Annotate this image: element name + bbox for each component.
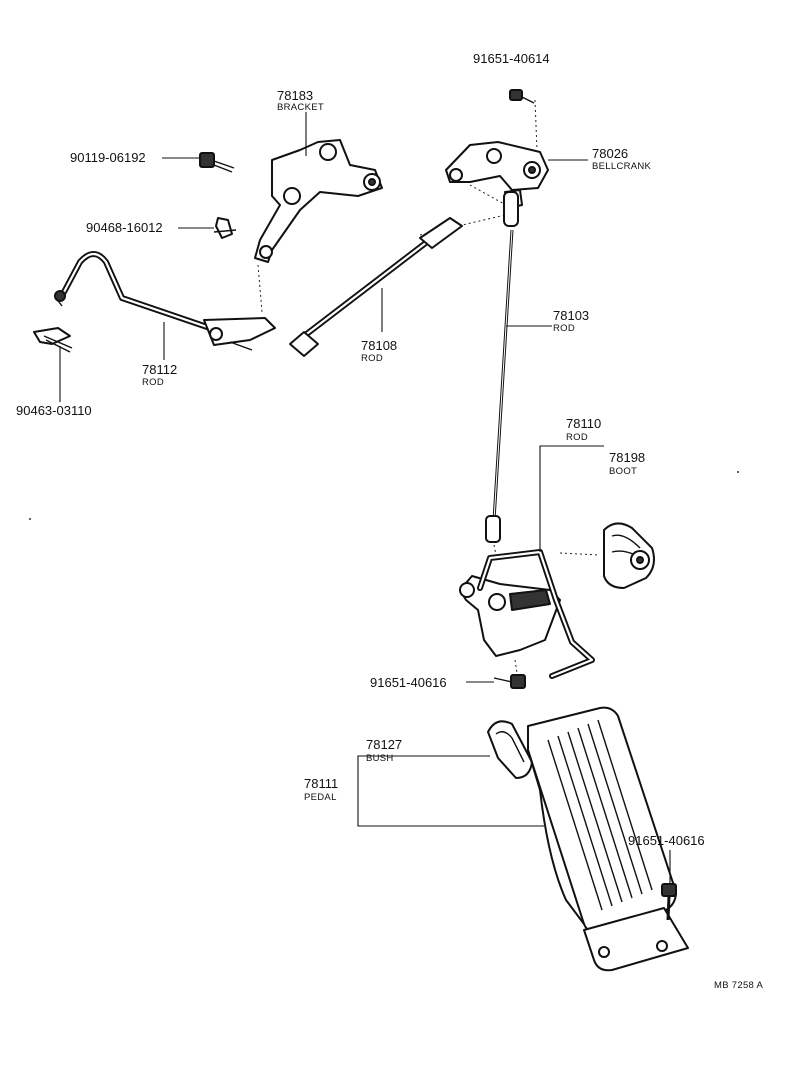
bolt-left-drawing (199, 152, 235, 173)
label-rod-78108-name: ROD (361, 353, 383, 364)
clip-drawing (213, 217, 237, 239)
speck (737, 471, 739, 473)
rod-78112-drawing (54, 251, 276, 351)
label-rod-78103-name: ROD (553, 323, 575, 334)
lever-assembly-drawing (459, 549, 595, 679)
label-rod-78112-num: 78112 (142, 362, 177, 377)
label-bellcrank-num: 78026 (592, 146, 628, 161)
label-bush-num: 78127 (366, 737, 402, 752)
label-pedal-name: PEDAL (304, 792, 337, 803)
label-bolt-left-num: 90119-06192 (70, 150, 146, 165)
label-rod-78110-num: 78110 (566, 416, 601, 431)
bellcrank-drawing (445, 141, 549, 209)
dash-bolt-mid (514, 659, 518, 674)
figure-code: MB 7258 A (714, 980, 764, 991)
bush-drawing (487, 720, 533, 779)
dash-bellcrank-rod (469, 184, 507, 206)
label-bolt-top-num: 91651-40614 (473, 51, 550, 66)
bolt-low-drawing (661, 883, 677, 921)
label-rod-78110-name: ROD (566, 432, 588, 443)
rod-78103-drawing (485, 191, 519, 543)
clip2-drawing (33, 327, 73, 353)
lead-pedal (357, 755, 544, 827)
dash-bracket-rod (257, 264, 263, 313)
label-bolt-mid-num: 91651-40616 (370, 675, 447, 690)
label-bush-name: BUSH (366, 753, 394, 764)
speck (29, 518, 31, 520)
boot-drawing (603, 522, 655, 589)
bolt-mid-drawing (493, 674, 526, 689)
label-bracket-num: 78183 (277, 88, 313, 103)
label-bolt-low-num: 91651-40616 (628, 833, 705, 848)
label-rod-78103-num: 78103 (553, 308, 589, 323)
label-boot-name: BOOT (609, 466, 637, 477)
label-boot-num: 78198 (609, 450, 645, 465)
label-pedal-num: 78111 (304, 776, 338, 791)
label-bracket-name: BRACKET (277, 102, 324, 113)
label-clip2-num: 90463-03110 (16, 403, 92, 418)
label-rod-78112-name: ROD (142, 377, 164, 388)
rod-78108-drawing (289, 217, 463, 357)
bracket-drawing (254, 139, 383, 263)
dash-boot (559, 552, 601, 556)
label-clip-num: 90468-16012 (86, 220, 163, 235)
dash-bolt-top (534, 99, 538, 151)
label-rod-78108-num: 78108 (361, 338, 397, 353)
bolt-top-drawing (509, 89, 535, 104)
pedal-drawing (527, 706, 689, 972)
label-bellcrank-name: BELLCRANK (592, 161, 652, 172)
lead-rod-78110 (539, 445, 604, 552)
